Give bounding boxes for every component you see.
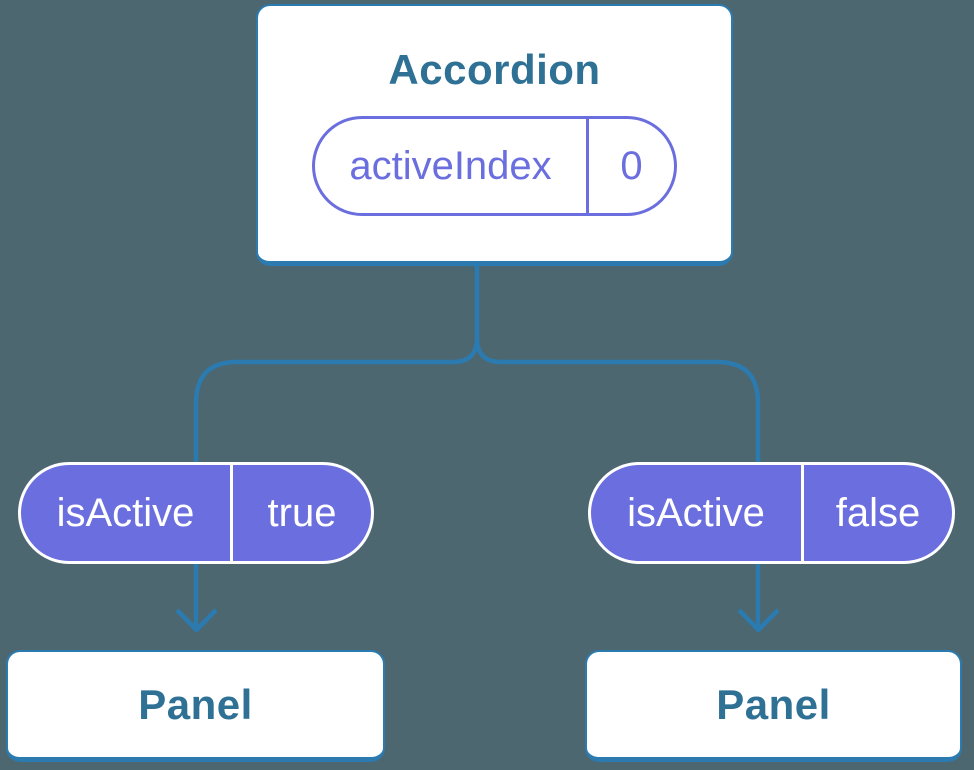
panel-node-left: Panel [6, 650, 385, 762]
panel-node-title: Panel [716, 680, 831, 728]
accordion-node-title: Accordion [388, 46, 601, 93]
connector-branch-left [193, 337, 480, 626]
accordion-node: Accordion activeIndex 0 [256, 4, 733, 266]
prop-name-label: isActive [627, 490, 765, 535]
pill-divider [586, 119, 589, 213]
prop-pill-left: isActive true [18, 462, 374, 564]
arrowhead-left-icon [175, 608, 218, 633]
prop-value-label: false [835, 490, 921, 535]
prop-value-label: true [267, 490, 337, 535]
prop-name-label: isActive [56, 490, 195, 535]
prop-pill-right: isActive false [588, 462, 955, 564]
state-name-label: activeIndex [349, 143, 552, 188]
pill-divider [230, 465, 233, 561]
arrowhead-right-icon [737, 608, 780, 633]
panel-node-right: Panel [585, 650, 962, 762]
state-value-label: 0 [620, 143, 643, 188]
connector-branch-right [474, 337, 761, 626]
pill-divider [801, 465, 804, 561]
panel-node-title: Panel [138, 680, 253, 728]
state-pill-activeindex: activeIndex 0 [312, 116, 677, 216]
